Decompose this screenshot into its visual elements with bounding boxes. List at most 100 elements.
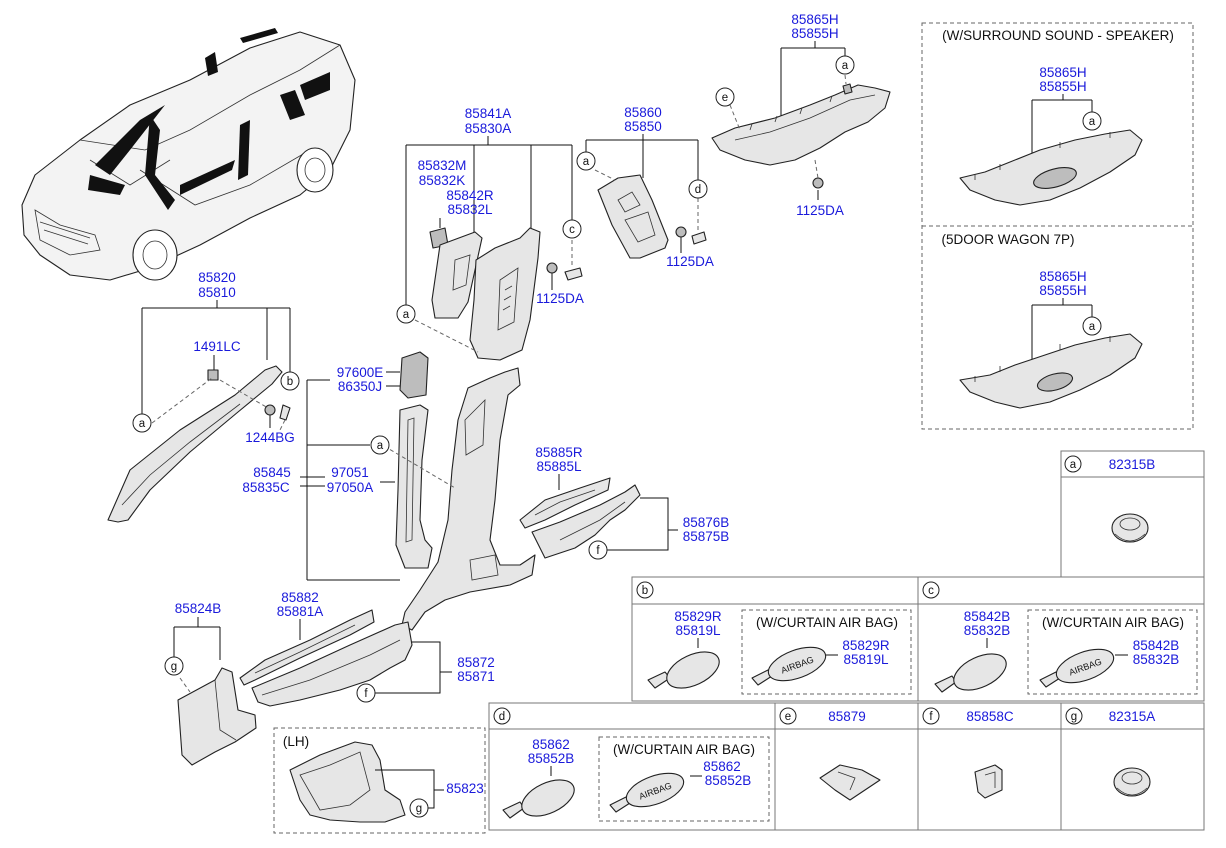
part-number-1125DA-left: 1125DA (536, 291, 584, 306)
clip-82315A-icon (1113, 767, 1151, 797)
part-number-85862: 85862 (532, 737, 570, 752)
svg-text:d: d (695, 184, 701, 196)
part-number-85865H-top: 85865H (791, 12, 838, 27)
part-number-1244BG: 1244BG (245, 430, 295, 445)
callout-a-wagon: a (1082, 316, 1102, 336)
part-number-1491LC: 1491LC (193, 339, 241, 354)
part-number-85810: 85810 (198, 285, 236, 300)
part-number-97051: 97051 (331, 465, 369, 480)
part-number-85865H-surround: 85865H (1039, 65, 1086, 80)
d-airbag-cap-icon: AIRBAG (609, 772, 685, 813)
part-number-85852B-airbag: 85852B (705, 773, 752, 788)
part-number-85832M: 85832M (418, 158, 467, 173)
front-scuff-trim (251, 621, 413, 707)
part-number-85855H-surround: 85855H (1039, 79, 1086, 94)
cell-a-letter: a (1070, 459, 1077, 471)
clip-82315B-icon (1111, 513, 1149, 543)
b-curtain-airbag-title: (W/CURTAIN AIR BAG) (756, 615, 898, 630)
rear-scuff-trim (531, 484, 641, 559)
a-pillar-group: 85820 85810 1491LC 1244BG a b (107, 270, 300, 523)
part-number-85882: 85882 (281, 590, 319, 605)
svg-text:a: a (1089, 321, 1096, 333)
part-number-85841A: 85841A (465, 106, 512, 121)
svg-text:a: a (139, 418, 146, 430)
part-number-85875B: 85875B (683, 529, 730, 544)
cell-c-letter: c (928, 585, 934, 597)
seat-belt-adjuster (399, 351, 429, 399)
c-pillar-cap-icon (934, 653, 1007, 693)
rear-scuff-group: 85885R 85885L 85876B 85875B f (519, 445, 730, 560)
b-pillar-lower-trim (401, 367, 536, 631)
c-airbag-cap-icon: AIRBAG (1039, 648, 1115, 688)
part-number-85862-airbag: 85862 (703, 759, 741, 774)
part-number-85832K: 85832K (419, 173, 466, 188)
callout-b-left: b (280, 371, 300, 391)
svg-text:f: f (596, 545, 600, 557)
screw-1244BG (264, 404, 276, 416)
part-number-82315A: 82315A (1109, 709, 1156, 724)
part-number-85823: 85823 (446, 781, 484, 796)
part-number-82315B: 82315B (1109, 457, 1156, 472)
part-number-85872: 85872 (457, 655, 495, 670)
rear-scuff-plate (519, 477, 611, 529)
callout-g-lh: g (409, 798, 429, 818)
seat-belt-cover (395, 404, 433, 569)
table-cell-a: a 82315B (1060, 450, 1205, 578)
cell-b-letter: b (642, 585, 648, 597)
d-pillar-group: 85865H 85855H 1125DA a e (711, 12, 891, 218)
part-number-85852B: 85852B (528, 751, 575, 766)
c-curtain-airbag-title: (W/CURTAIN AIR BAG) (1042, 615, 1184, 630)
part-number-85842R: 85842R (446, 188, 494, 203)
callout-f-rear: f (588, 540, 608, 560)
part-number-85855H-top: 85855H (791, 26, 838, 41)
part-number-85858C: 85858C (966, 709, 1014, 724)
callout-a-upper: a (396, 304, 416, 324)
part-number-85879: 85879 (828, 709, 866, 724)
callout-d-c-pillar: d (688, 179, 708, 199)
lh-box: (LH) 85823 g (273, 727, 486, 834)
wagon-7p-title: (5DOOR WAGON 7P) (941, 232, 1074, 247)
front-scuff-group: 85882 85881A 85872 85871 f (239, 590, 495, 707)
part-number-85842B-airbag: 85842B (1133, 638, 1180, 653)
svg-text:g: g (416, 803, 422, 815)
svg-text:a: a (842, 60, 849, 72)
part-number-85850: 85850 (624, 119, 662, 134)
lh-kick-panel (289, 741, 406, 823)
part-number-85885R: 85885R (535, 445, 583, 460)
clip-85858C-icon (974, 764, 1003, 799)
b-pillar-upper-trim (469, 227, 541, 361)
part-number-1125DA-mid: 1125DA (666, 254, 714, 269)
kick-panel (177, 667, 257, 766)
surround-speaker-title: (W/SURROUND SOUND - SPEAKER) (942, 28, 1174, 43)
part-number-85885L: 85885L (536, 459, 582, 474)
part-number-85865H-wagon: 85865H (1039, 269, 1086, 284)
cell-g-letter: g (1071, 711, 1077, 723)
c-pillar-group: 85860 85850 1125DA a d (576, 105, 714, 269)
d-pillar-trim-speaker (959, 129, 1143, 206)
svg-text:g: g (171, 661, 177, 673)
callout-a-d-pillar: a (835, 55, 855, 75)
callout-f-front: f (356, 683, 376, 703)
callout-c-upper: c (562, 219, 582, 239)
part-number-85855H-wagon: 85855H (1039, 283, 1086, 298)
variant-box: (W/SURROUND SOUND - SPEAKER) 85865H 8585… (921, 22, 1194, 430)
b-pillar-upper-group: 85841A 85830A 85832M 85832K 85842R 85832… (396, 106, 584, 361)
d-pillar-trim-wagon (959, 333, 1143, 409)
callout-g-kick: g (164, 656, 184, 676)
svg-text:c: c (569, 224, 575, 236)
clip-85879-icon (819, 764, 881, 801)
d-pillar-cap-icon (502, 779, 575, 819)
d-pillar-trim (711, 84, 891, 166)
callout-e-d-pillar: e (715, 87, 735, 107)
part-number-85829R: 85829R (674, 609, 722, 624)
part-number-85842B: 85842B (964, 609, 1011, 624)
b-pillar-upper-cover (431, 231, 483, 319)
callout-a-b-lower: a (370, 435, 390, 455)
table-row-defg: d 85862 85852B (W/CURTAIN AIR BAG) 85862… (488, 702, 1205, 831)
svg-text:a: a (583, 156, 590, 168)
part-number-85830A: 85830A (465, 121, 512, 136)
b-airbag-cap-icon: AIRBAG (751, 646, 827, 686)
clip-1491LC (207, 369, 219, 381)
d-curtain-airbag-title: (W/CURTAIN AIR BAG) (613, 742, 755, 757)
